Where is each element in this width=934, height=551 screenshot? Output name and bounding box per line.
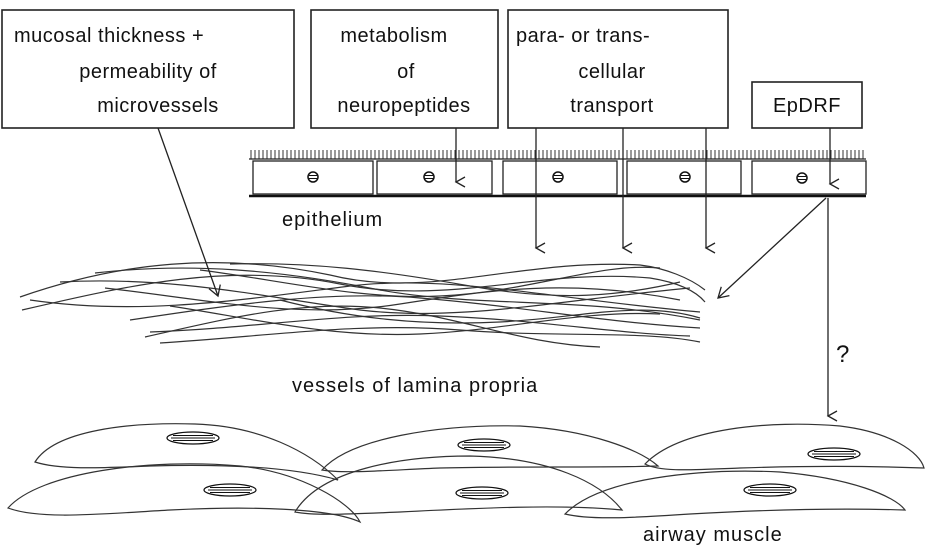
muscle-cell <box>645 424 924 470</box>
mucosal-line3: microvessels <box>97 95 219 117</box>
metabolism-line3: neuropeptides <box>337 95 470 117</box>
epithelium-layer <box>249 150 866 196</box>
metabolism-line2: of <box>397 61 415 83</box>
arrow-mucosal-to-vessels <box>158 128 218 296</box>
transport-line1: para- or trans- <box>516 25 650 47</box>
muscle-cell <box>295 456 622 514</box>
question-mark: ? <box>836 341 849 368</box>
metabolism-box: metabolism of neuropeptides <box>311 10 498 128</box>
mucosal-line1: mucosal thickness + <box>14 25 204 47</box>
mucosal-line2: permeability of <box>79 61 217 83</box>
vessels-bundle <box>20 263 705 347</box>
epdrf-box: EpDRF <box>752 82 862 128</box>
metabolism-line1: metabolism <box>340 25 447 47</box>
cilia <box>251 150 863 159</box>
arrow-epdrf-to-vessels <box>718 198 826 298</box>
transport-line3: transport <box>570 95 653 117</box>
vessels-label: vessels of lamina propria <box>292 375 538 397</box>
mucosal-thickness-box: mucosal thickness + permeability of micr… <box>2 10 294 128</box>
epdrf-label: EpDRF <box>773 95 841 117</box>
airway-muscle-label: airway muscle <box>643 524 783 546</box>
muscle-cell <box>565 471 905 518</box>
muscle-nuclei <box>167 432 860 499</box>
transport-box: para- or trans- cellular transport <box>508 10 728 128</box>
epithelium-label: epithelium <box>282 209 383 231</box>
epithelial-cell <box>752 161 866 194</box>
airway-muscle-cells <box>8 424 924 522</box>
transport-line2: cellular <box>578 61 645 83</box>
